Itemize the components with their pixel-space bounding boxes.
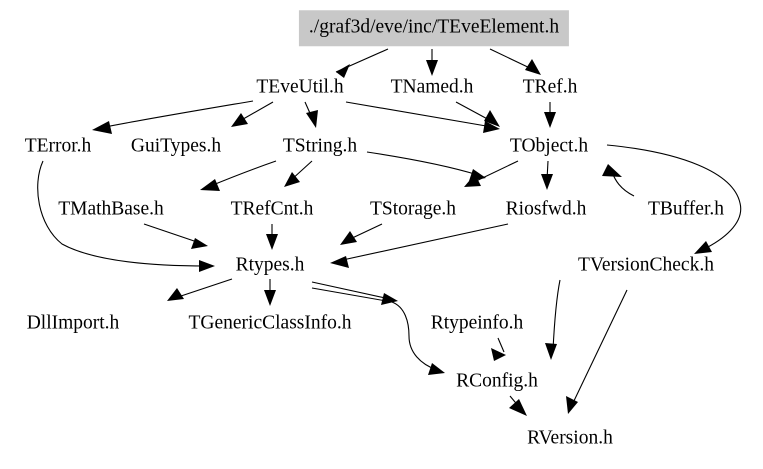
node-tobject[interactable]: TObject.h bbox=[509, 135, 589, 157]
node-tstring[interactable]: TString.h bbox=[282, 135, 358, 157]
edge-rtypes-to-rtypeinfo bbox=[311, 281, 398, 305]
edge-tbuffer-to-rversion bbox=[566, 289, 628, 414]
node-riosfwd[interactable]: Riosfwd.h bbox=[505, 198, 587, 220]
edge-tobject-to-tversioncheck bbox=[606, 144, 742, 254]
node-rtypeinfo[interactable]: Rtypeinfo.h bbox=[430, 312, 524, 334]
edge-rtypes-to-tgeneric bbox=[264, 279, 276, 306]
edge-riosfwd-to-rtypes bbox=[330, 223, 509, 268]
node-teveutil[interactable]: TEveUtil.h bbox=[256, 76, 344, 98]
edge-teveutil-to-terror bbox=[92, 100, 254, 134]
edge-tnamed-to-tobject bbox=[455, 101, 500, 127]
edge-terror-to-rtypes bbox=[37, 160, 215, 272]
edge-tref-to-tobject bbox=[544, 102, 556, 128]
edge-teveutil-to-tstring bbox=[304, 101, 318, 128]
edge-tobject-to-riosfwd bbox=[541, 160, 553, 190]
node-tstorage[interactable]: TStorage.h bbox=[369, 198, 457, 220]
edge-trefcnt-to-rtypes bbox=[266, 224, 278, 250]
edge-rconfig-to-rversion bbox=[509, 395, 527, 416]
node-tversioncheck[interactable]: TVersionCheck.h bbox=[578, 254, 714, 276]
node-trefcnt[interactable]: TRefCnt.h bbox=[230, 198, 314, 220]
edge-tbuffer-to-tobject bbox=[602, 164, 635, 197]
edge-tstorage-to-rtypes bbox=[340, 223, 383, 245]
edge-rtypeinfo-to-rconfig bbox=[491, 337, 506, 361]
node-rversion[interactable]: RVersion.h bbox=[527, 427, 613, 449]
edge-rtypes-to-dllimport bbox=[167, 278, 233, 301]
node-tref[interactable]: TRef.h bbox=[522, 76, 578, 98]
node-terror[interactable]: TError.h bbox=[24, 135, 92, 157]
node-rtypes[interactable]: Rtypes.h bbox=[235, 254, 305, 276]
node-guitypes[interactable]: GuiTypes.h bbox=[130, 135, 222, 157]
node-dllimport[interactable]: DllImport.h bbox=[26, 312, 120, 334]
node-tbuffer[interactable]: TBuffer.h bbox=[647, 198, 725, 220]
edge-tstring-to-trefcnt bbox=[284, 160, 313, 187]
edge-root-to-teveutil bbox=[335, 48, 389, 78]
node-tgenericclassinfo[interactable]: TGenericClassInfo.h bbox=[188, 312, 352, 334]
edge-teveutil-to-guitypes bbox=[231, 101, 274, 127]
edge-tmathbase-to-rtypes bbox=[143, 223, 208, 249]
edge-root-to-tnamed bbox=[426, 49, 438, 76]
edge-tversioncheck-to-rconfig bbox=[545, 279, 561, 360]
edge-tstring-to-tmathbase bbox=[200, 160, 277, 191]
edge-root-to-tref bbox=[489, 48, 541, 75]
edge-teveutil-to-tobject bbox=[345, 101, 500, 133]
node-root[interactable]: ./graf3d/eve/inc/TEveElement.h bbox=[298, 10, 570, 46]
edge-rtypes-to-rconfig bbox=[311, 287, 445, 375]
node-tnamed[interactable]: TNamed.h bbox=[390, 76, 474, 98]
node-rconfig[interactable]: RConfig.h bbox=[456, 370, 538, 392]
edge-tobject-to-tstorage bbox=[464, 160, 519, 187]
node-tmathbase[interactable]: TMathBase.h bbox=[58, 198, 164, 220]
